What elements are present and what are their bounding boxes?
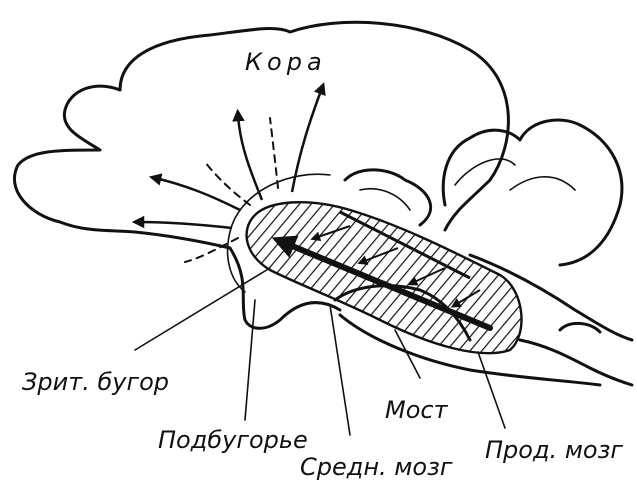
cerebellum-outline bbox=[443, 120, 622, 265]
cerebellum-inner bbox=[455, 159, 575, 190]
leader-line bbox=[330, 305, 350, 435]
leader-line bbox=[478, 352, 505, 428]
leader-line bbox=[245, 300, 255, 420]
label-hypothalamus: Подбугорье bbox=[158, 426, 308, 454]
label-medulla: Прод. мозг bbox=[485, 436, 623, 464]
projection-arrow bbox=[155, 178, 240, 210]
projection-dashed bbox=[205, 162, 250, 205]
reticular-formation bbox=[247, 202, 522, 353]
projection-arrow bbox=[138, 222, 232, 228]
label-thalamus: Зрит. бугор bbox=[22, 368, 169, 396]
label-cortex: Кора bbox=[245, 48, 327, 76]
label-pons: Мост bbox=[385, 396, 449, 424]
projection-dashed bbox=[270, 118, 278, 188]
leader-line bbox=[135, 268, 270, 350]
projection-arrow bbox=[238, 115, 262, 200]
label-midbrain: Средн. мозг bbox=[300, 453, 453, 481]
projection-arrow bbox=[292, 88, 322, 192]
midbrain-inner bbox=[360, 189, 410, 210]
spinal-cord-inner bbox=[560, 323, 600, 332]
